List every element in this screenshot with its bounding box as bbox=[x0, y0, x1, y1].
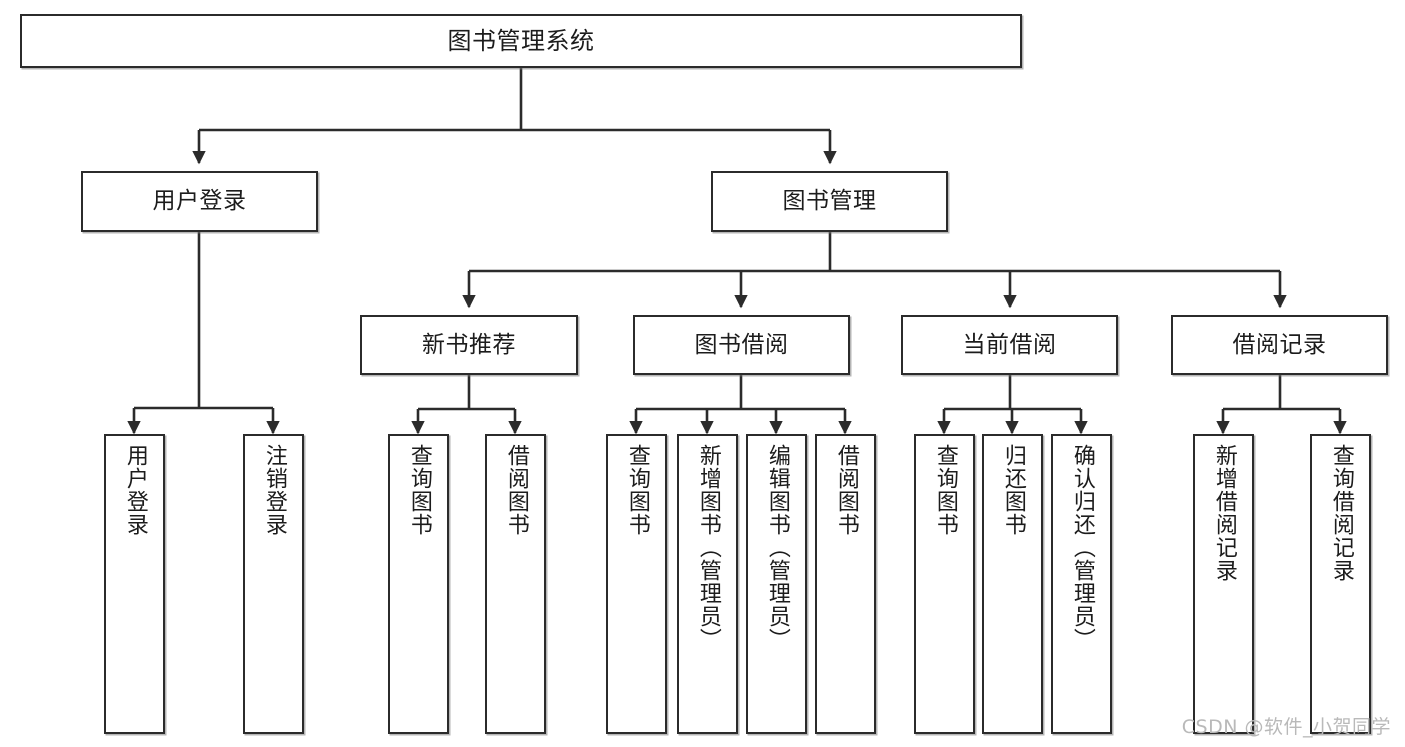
node-label: 查询图书 bbox=[624, 444, 650, 536]
leaf-query-record[interactable]: 查询借阅记录 bbox=[1310, 434, 1371, 734]
node-label: 图书管理系统 bbox=[447, 27, 595, 55]
leaf-edit-book[interactable]: 编辑图书（管理员） bbox=[746, 434, 807, 734]
leaf-query-book-1[interactable]: 查询图书 bbox=[388, 434, 449, 734]
node-new-book-rec[interactable]: 新书推荐 bbox=[360, 315, 578, 375]
leaf-add-record[interactable]: 新增借阅记录 bbox=[1193, 434, 1254, 734]
node-label: 新书推荐 bbox=[422, 331, 516, 358]
node-label: 用户登录 bbox=[152, 188, 247, 215]
leaf-user-login[interactable]: 用户登录 bbox=[104, 434, 165, 734]
node-current-borrow[interactable]: 当前借阅 bbox=[901, 315, 1118, 375]
leaf-borrow-book-1[interactable]: 借阅图书 bbox=[485, 434, 546, 734]
node-label: 借阅记录 bbox=[1232, 331, 1327, 358]
node-label: 查询图书 bbox=[406, 444, 432, 536]
node-root-system[interactable]: 图书管理系统 bbox=[20, 14, 1022, 68]
node-label: 借阅图书 bbox=[833, 444, 859, 536]
watermark: CSDN @软件_小贺同学 bbox=[1181, 716, 1391, 738]
leaf-query-book-3[interactable]: 查询图书 bbox=[914, 434, 975, 734]
node-borrow-record[interactable]: 借阅记录 bbox=[1171, 315, 1388, 375]
node-label: 图书借阅 bbox=[694, 331, 789, 358]
leaf-logout[interactable]: 注销登录 bbox=[243, 434, 304, 734]
node-label: 用户登录 bbox=[122, 444, 148, 536]
leaf-add-book[interactable]: 新增图书（管理员） bbox=[677, 434, 738, 734]
node-label: 注销登录 bbox=[261, 444, 287, 536]
leaf-return-book[interactable]: 归还图书 bbox=[982, 434, 1043, 734]
node-label: 新增图书（管理员） bbox=[695, 444, 721, 651]
node-label: 编辑图书（管理员） bbox=[764, 444, 790, 651]
node-label: 借阅图书 bbox=[503, 444, 529, 536]
node-label: 当前借阅 bbox=[962, 331, 1057, 358]
leaf-query-book-2[interactable]: 查询图书 bbox=[606, 434, 667, 734]
leaf-borrow-book-2[interactable]: 借阅图书 bbox=[815, 434, 876, 734]
node-label: 查询借阅记录 bbox=[1328, 444, 1354, 582]
node-book-manage[interactable]: 图书管理 bbox=[711, 171, 948, 232]
node-label: 确认归还（管理员） bbox=[1069, 444, 1095, 651]
node-book-borrow[interactable]: 图书借阅 bbox=[633, 315, 850, 375]
node-user-login[interactable]: 用户登录 bbox=[81, 171, 318, 232]
node-label: 新增借阅记录 bbox=[1211, 444, 1237, 582]
node-label: 归还图书 bbox=[1000, 444, 1026, 536]
node-label: 图书管理 bbox=[782, 188, 877, 215]
node-label: 查询图书 bbox=[932, 444, 958, 536]
leaf-confirm-return[interactable]: 确认归还（管理员） bbox=[1051, 434, 1112, 734]
